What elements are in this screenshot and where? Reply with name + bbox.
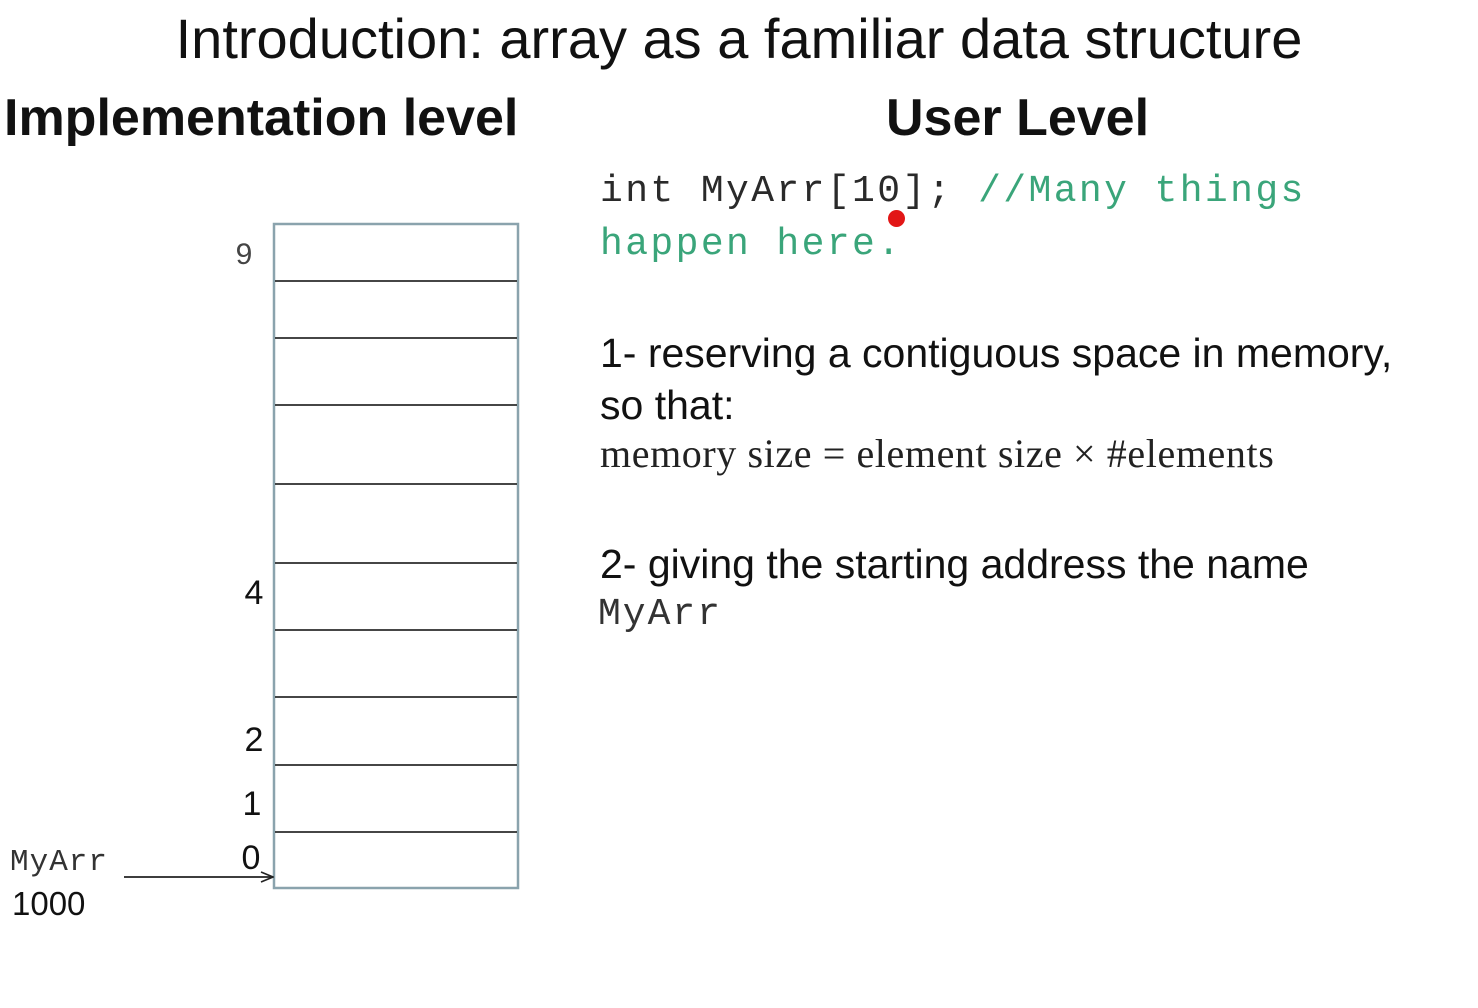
slide-title: Introduction: array as a familiar data s… xyxy=(175,7,1303,70)
code-declaration-line: int MyArr[10]; //Many things xyxy=(600,166,1306,218)
pointer-cursor-dot xyxy=(888,210,905,227)
implementation-level-heading: Implementation level xyxy=(4,89,519,147)
index-label-4: 4 xyxy=(245,574,264,612)
index-label-2: 2 xyxy=(245,721,264,759)
point2-text: 2- giving the starting address the name xyxy=(600,541,1309,587)
index-label-9: 9 xyxy=(236,238,253,271)
code-statement: int MyArr[10]; xyxy=(600,170,953,213)
index-label-1: 1 xyxy=(243,785,262,823)
user-level-heading: User Level xyxy=(886,89,1150,147)
index-label-0: 0 xyxy=(242,839,261,877)
point1-text: 1- reserving a contiguous space in memor… xyxy=(600,330,1393,376)
code-comment-line: happen here. xyxy=(600,219,902,271)
code-comment-part2: happen here. xyxy=(600,223,903,266)
point2-identifier: MyArr xyxy=(598,593,723,636)
memory-size-formula: memory size = element size × #elements xyxy=(600,431,1275,476)
point1-continuation: so that: xyxy=(600,382,735,428)
array-box xyxy=(272,222,520,890)
array-cell-dividers xyxy=(275,280,517,833)
code-comment-part1: //Many things xyxy=(978,170,1306,213)
pointer-address-label: 1000 xyxy=(12,885,85,922)
pointer-name-label: MyArr xyxy=(10,845,108,880)
